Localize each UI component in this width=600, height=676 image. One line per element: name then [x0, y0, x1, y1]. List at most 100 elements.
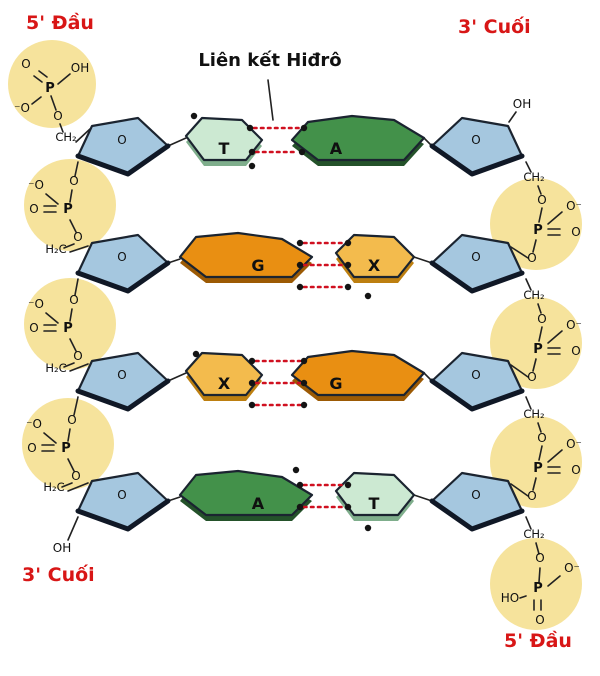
bond-line	[69, 363, 89, 372]
atom-label: CH₂	[523, 170, 544, 184]
bond-endpoint-dot	[344, 283, 352, 291]
sugar-thick-edge	[75, 498, 171, 532]
bond-line	[75, 128, 91, 143]
atom-label: OH	[513, 97, 531, 111]
bond-line	[538, 326, 543, 342]
base-thymine-row4	[334, 471, 416, 517]
bond-line	[167, 137, 187, 147]
atom-label: CH₂	[55, 130, 76, 144]
bond-endpoint-dot	[364, 292, 372, 300]
atom-label: O⁻	[564, 561, 580, 575]
bond-line	[67, 482, 89, 492]
bond-line	[525, 516, 532, 530]
bond-endpoint-dot	[296, 239, 304, 247]
bond-line	[547, 449, 563, 463]
bond-line	[57, 73, 71, 85]
bond-line	[50, 95, 57, 111]
label-5-prime-bottom-right: 5' Đầu	[504, 630, 572, 652]
atom-label: O	[117, 488, 126, 502]
bond-endpoint-dot	[248, 401, 256, 409]
atom-label: O⁻	[566, 437, 582, 451]
atom-label: P	[61, 441, 71, 456]
bond-endpoint-dot	[344, 503, 352, 511]
bond-line	[69, 338, 77, 352]
atom-label: P	[63, 202, 73, 217]
base-adenine-row4	[178, 469, 314, 517]
atom-label: P	[533, 461, 543, 476]
label-3-prime-top-right: 3' Cuối	[458, 16, 531, 38]
phosphate-group-circle	[490, 178, 582, 270]
atom-label: ⁻O	[28, 297, 44, 311]
atom-label: HO	[501, 591, 519, 605]
atom-label: H₂C	[45, 361, 66, 375]
atom-label: O	[571, 463, 580, 477]
bond-line	[31, 96, 42, 105]
bond-line	[532, 358, 537, 372]
base-guanine-row3	[290, 349, 426, 397]
bond-line	[508, 111, 517, 123]
bond-line	[547, 330, 563, 344]
atom-label: O	[29, 321, 38, 335]
bond-line	[73, 396, 79, 416]
atom-label: O⁻	[566, 318, 582, 332]
bond-line	[59, 123, 64, 133]
atom-label: O	[117, 250, 126, 264]
atom-label: O	[535, 551, 544, 565]
base-letter-T-row4: T	[369, 494, 380, 513]
bond-line	[69, 219, 77, 233]
base-letter-T-row1: T	[219, 139, 230, 158]
base-adenine-row1	[290, 114, 426, 162]
bond-endpoint-dot	[248, 379, 256, 387]
sugar-thick-edge	[429, 498, 525, 532]
bond-line	[167, 372, 187, 382]
bond-endpoint-dot	[248, 357, 256, 365]
bond-line	[547, 575, 561, 587]
phosphate-group-circle	[8, 40, 96, 128]
atom-label: H₂C	[45, 242, 66, 256]
base-letter-X-row3: X	[218, 374, 231, 393]
atom-label: O⁻	[566, 199, 582, 213]
bond-line	[67, 516, 79, 541]
bond-line	[538, 567, 541, 583]
atom-label: O	[53, 109, 62, 123]
bond-line	[537, 303, 542, 314]
base-letter-A-row4: A	[252, 494, 265, 513]
bond-line	[525, 161, 532, 173]
atom-label: ⁻O	[26, 417, 42, 431]
atom-label: O	[27, 441, 36, 455]
label-3-prime-bottom-left: 3' Cuối	[22, 564, 95, 586]
bond-line	[532, 477, 537, 491]
atom-label: CH₂	[523, 288, 544, 302]
bond-endpoint-dot	[296, 261, 304, 269]
bond-line	[413, 494, 433, 502]
sugar-thick-edge	[75, 378, 171, 412]
bond-endpoint-dot	[298, 148, 306, 156]
atom-label: O	[71, 469, 80, 483]
atom-label: O	[571, 344, 580, 358]
atom-label: O	[67, 413, 76, 427]
bond-endpoint-dot	[344, 239, 352, 247]
bond-line	[63, 243, 75, 249]
bond-line	[69, 245, 89, 253]
bond-line	[538, 445, 543, 461]
bond-line	[67, 458, 75, 472]
atom-label: O	[69, 293, 78, 307]
base-letter-G-row3: G	[329, 374, 342, 393]
bond-line	[537, 422, 542, 433]
bond-endpoint-dot	[248, 148, 256, 156]
bond-line	[61, 482, 73, 488]
phosphate-group-circle	[24, 278, 116, 370]
atom-label: O	[537, 312, 546, 326]
bond-endpoint-dot	[300, 401, 308, 409]
atom-label: P	[533, 223, 543, 238]
bond-line	[69, 308, 73, 322]
base-guanine-row2	[178, 231, 314, 279]
bond-line	[45, 312, 59, 324]
atom-label: O	[527, 251, 536, 265]
atom-label: O	[537, 193, 546, 207]
bond-line	[74, 278, 79, 296]
atom-label: O	[471, 250, 480, 264]
bond-endpoint-dot	[296, 481, 304, 489]
atom-label: O	[471, 488, 480, 502]
